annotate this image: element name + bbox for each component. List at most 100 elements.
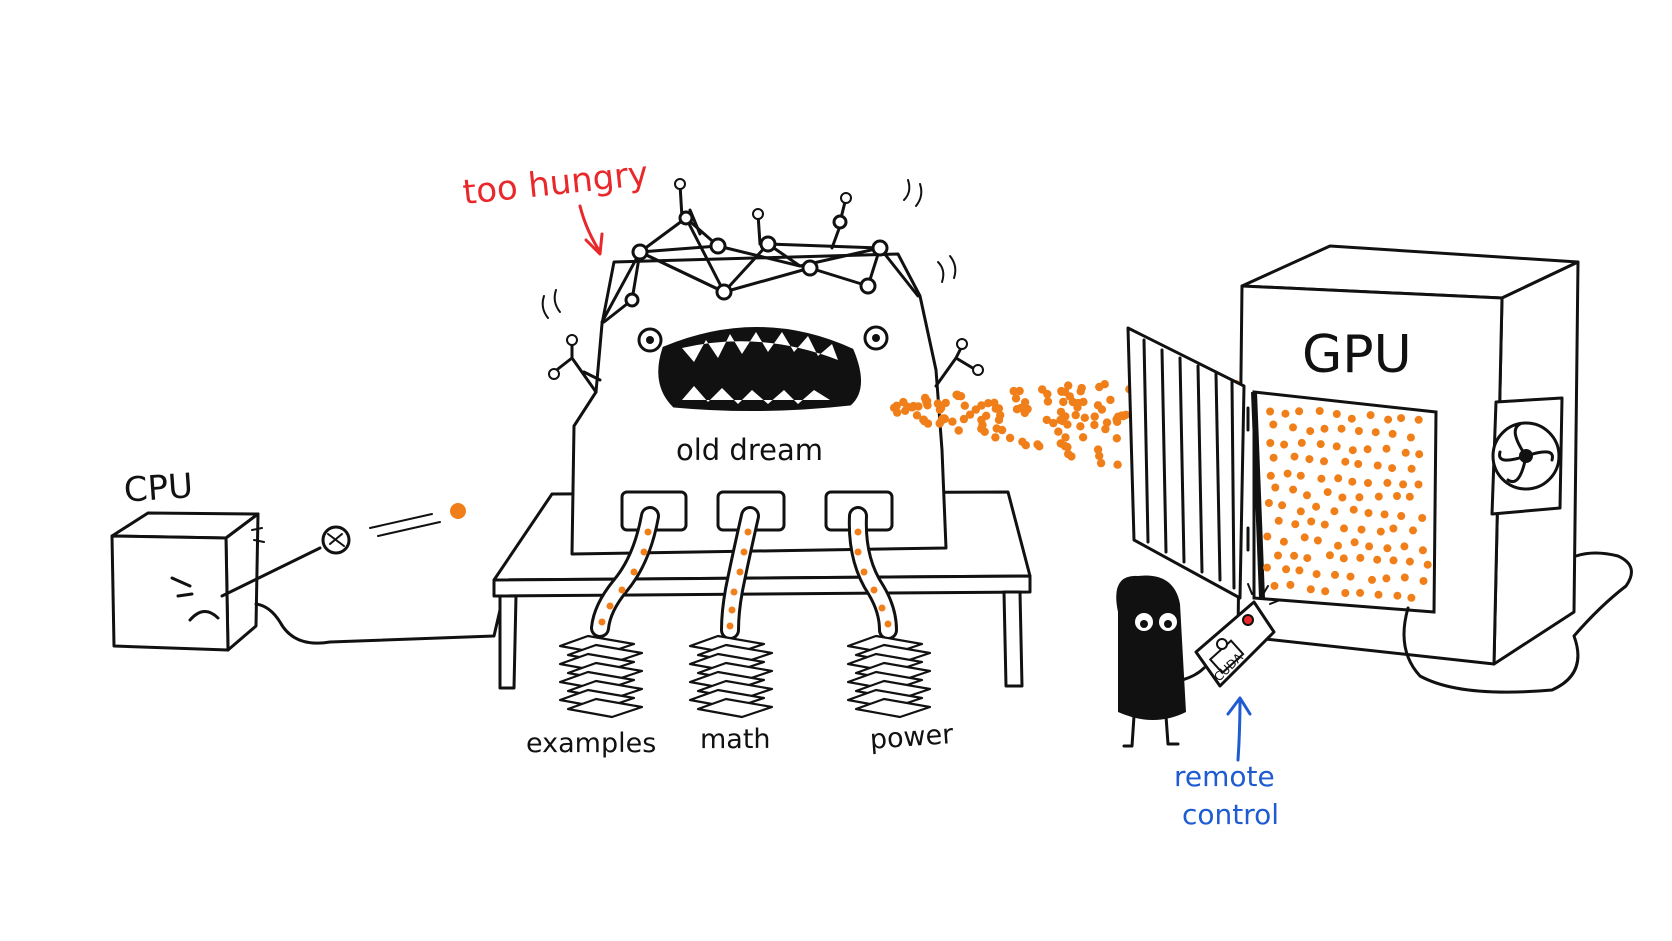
gpu-dot xyxy=(1331,570,1339,579)
stream-dot xyxy=(909,401,918,411)
gpu-dot xyxy=(1263,532,1272,541)
gpu-dot xyxy=(1303,554,1312,563)
gpu-dot xyxy=(1374,590,1383,599)
input-label-examples: examples xyxy=(526,728,656,759)
gpu-dot xyxy=(1289,423,1297,432)
gpu-dot xyxy=(1364,479,1372,487)
input-tubes xyxy=(590,506,898,640)
stream-dot xyxy=(992,424,1001,433)
stream-dot xyxy=(1080,413,1090,422)
gpu-dot xyxy=(1371,428,1380,437)
gpu-dot xyxy=(1393,492,1401,500)
gpu-dot xyxy=(1320,520,1329,529)
gpu-dot xyxy=(1384,415,1393,424)
stream-dot xyxy=(1057,387,1066,396)
stream-dot xyxy=(1060,441,1070,451)
gpu-dot xyxy=(1354,427,1363,435)
gpu-dot xyxy=(1356,588,1365,597)
fan-icon xyxy=(1490,396,1564,516)
gpu-dot xyxy=(1313,536,1322,545)
stream-dot xyxy=(1067,452,1076,461)
gpu-dot xyxy=(1340,524,1348,533)
gpu-dot xyxy=(1347,414,1356,423)
stream-dot xyxy=(923,401,932,410)
gpu-dot xyxy=(1269,453,1278,462)
stream-dot xyxy=(1061,433,1070,442)
gpu-dot xyxy=(1337,424,1346,433)
remote-label-line2: control xyxy=(1182,798,1279,831)
gpu-dot xyxy=(1332,442,1341,451)
gpu-dot xyxy=(1296,507,1305,516)
gpu-dot-fill xyxy=(1263,407,1432,602)
gpu-dot xyxy=(1323,488,1332,497)
stream-dot xyxy=(1095,451,1104,461)
gpu-dot xyxy=(1418,546,1427,555)
gpu-dot xyxy=(1274,516,1283,525)
gpu-dot xyxy=(1283,469,1292,478)
gpu-dot xyxy=(1271,483,1280,492)
machine-label: old dream xyxy=(676,433,823,467)
paper-sheet xyxy=(696,697,774,719)
gpu-dot xyxy=(1325,551,1334,560)
gpu-dot xyxy=(1383,544,1392,553)
gpu-dot xyxy=(1382,444,1391,453)
stream-dot xyxy=(1065,392,1075,401)
gpu-dot xyxy=(1296,471,1305,480)
gpu-dot xyxy=(1266,439,1275,447)
gpu-dot xyxy=(1397,414,1406,423)
gpu-dot xyxy=(1388,429,1397,438)
stream-dot xyxy=(1093,445,1103,454)
stream-dot xyxy=(939,414,949,423)
remote-label-line1: remote xyxy=(1174,760,1275,793)
stream-dot xyxy=(959,414,969,424)
gpu-dot xyxy=(1348,477,1357,486)
gpu-dot xyxy=(1269,420,1278,429)
neural-network-icon xyxy=(600,178,920,324)
gpu-dot xyxy=(1315,407,1324,415)
gpu-tower xyxy=(1236,244,1633,694)
gpu-door xyxy=(1126,326,1250,600)
gpu-dot xyxy=(1286,580,1295,589)
stream-dot xyxy=(994,404,1004,413)
gpu-dot xyxy=(1383,478,1392,487)
remote-arrow xyxy=(1226,696,1252,762)
gpu-dot xyxy=(1406,433,1415,442)
gpu-dot xyxy=(1389,556,1398,565)
stream-dot xyxy=(1064,381,1073,390)
gpu-dot xyxy=(1332,410,1341,418)
gpu-dot xyxy=(1374,492,1383,501)
gpu-dot xyxy=(1356,553,1365,562)
gpu-dot xyxy=(1407,593,1416,602)
gpu-dot xyxy=(1312,570,1321,579)
gpu-dot xyxy=(1346,572,1355,581)
gpu-dot xyxy=(1400,542,1409,551)
stream-dot xyxy=(1033,440,1042,449)
gpu-dot xyxy=(1334,474,1343,483)
gpu-dot xyxy=(1355,493,1364,502)
stream-dot xyxy=(960,401,969,410)
cpu-box xyxy=(110,503,502,652)
stream-dot xyxy=(1021,441,1030,450)
gpu-dot xyxy=(1414,480,1423,489)
gpu-dot xyxy=(1330,507,1339,516)
gpu-dot xyxy=(1363,445,1372,454)
gpu-dot xyxy=(1348,446,1357,455)
paper-sheet xyxy=(566,697,644,719)
gpu-dot xyxy=(1264,499,1273,507)
gpu-dot xyxy=(1290,452,1299,461)
stream-dot xyxy=(1049,418,1058,428)
stream-dot xyxy=(1059,397,1068,407)
gpu-dot xyxy=(1405,557,1414,566)
stream-dot xyxy=(1056,407,1066,417)
orange-ball xyxy=(450,503,466,519)
gpu-dot xyxy=(1368,575,1376,584)
stream-dot xyxy=(1113,460,1122,469)
stream-dot xyxy=(1112,434,1122,443)
gpu-dot xyxy=(1312,502,1321,511)
stream-dot xyxy=(1096,458,1106,468)
gpu-dot xyxy=(1397,512,1406,520)
cuda-remote xyxy=(1194,583,1281,688)
gpu-dot xyxy=(1405,492,1414,501)
stream-dot xyxy=(889,403,899,412)
stream-dot xyxy=(991,433,1000,442)
